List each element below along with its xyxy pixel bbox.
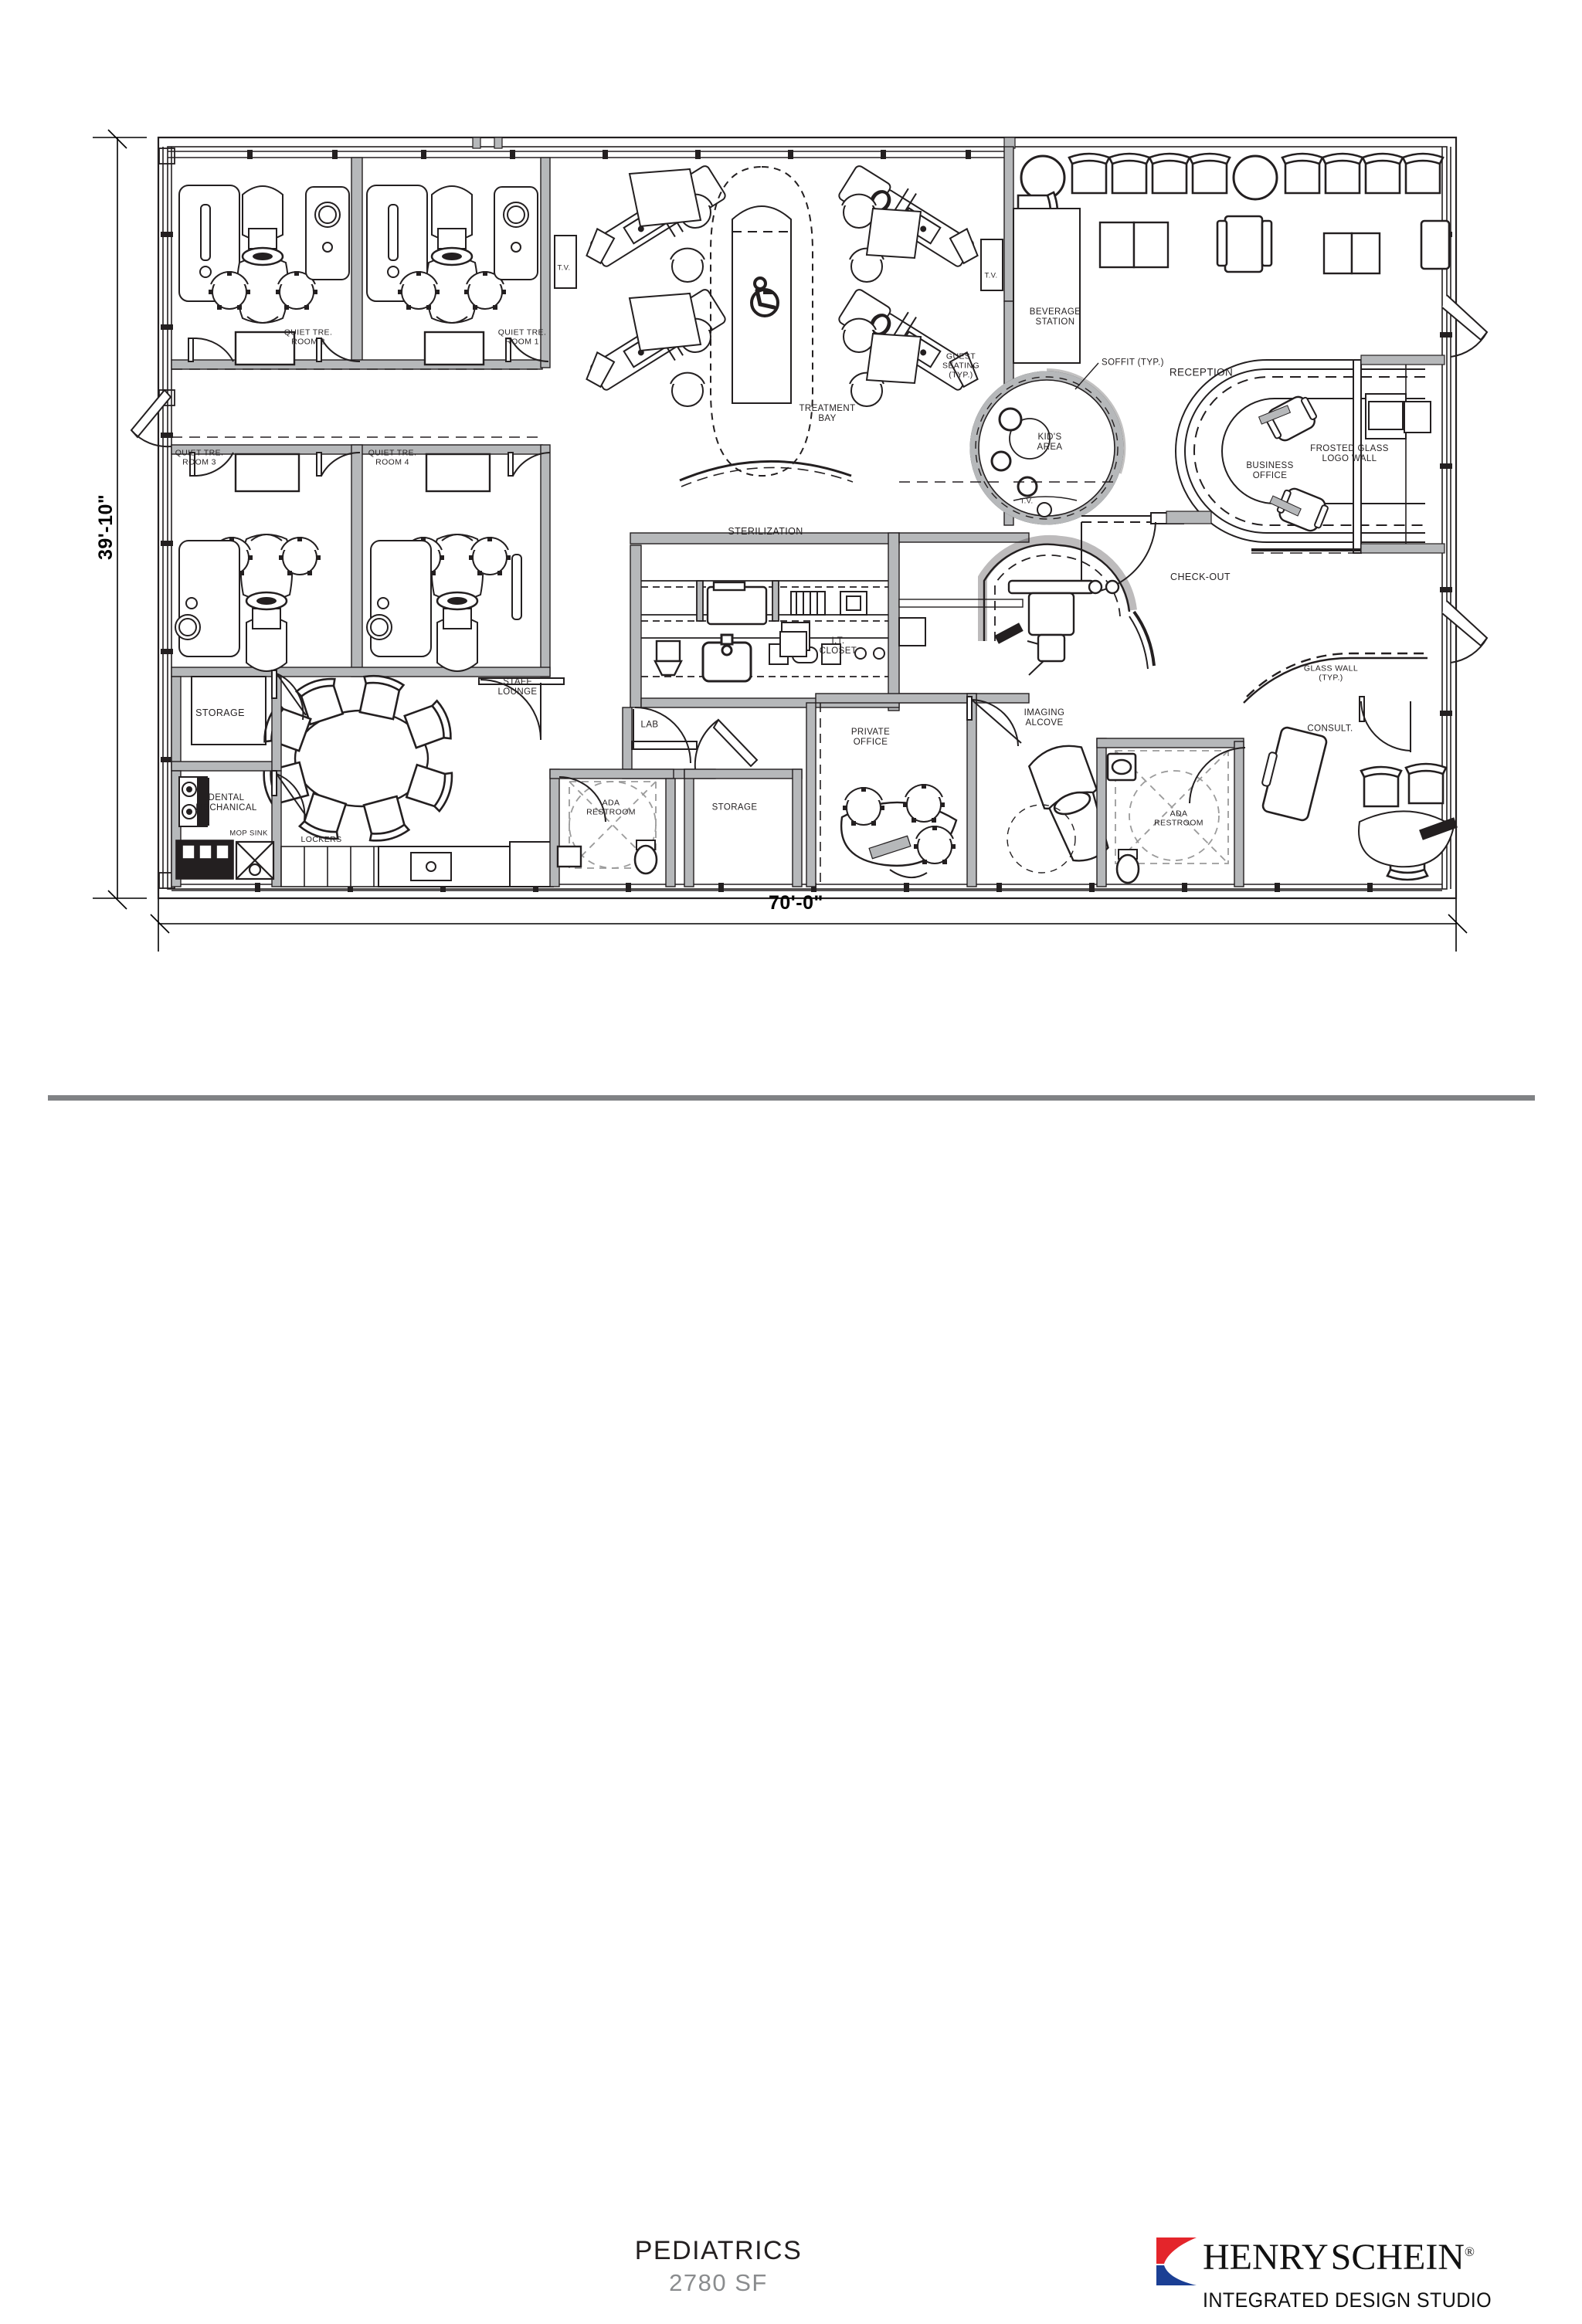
brand-tagline: INTEGRATED DESIGN STUDIO [1203, 2288, 1492, 2312]
staff-support [171, 670, 565, 887]
quiet-treatment-rooms [171, 157, 577, 677]
registered-mark: ® [1464, 2244, 1475, 2259]
project-area: 2780 SF [669, 2269, 768, 2296]
waiting-reception [969, 146, 1451, 595]
project-title: PEDIATRICS [634, 2236, 803, 2265]
overall-width-dimension: 70'-0" [769, 892, 823, 914]
ada-restroom-right [1096, 652, 1458, 887]
brand-name-second: SCHEIN [1330, 2237, 1465, 2278]
henry-schein-logo: HENRY SCHEIN® INTEGRATED DESIGN STUDIO [1155, 2237, 1541, 2324]
title-rule [48, 1095, 1535, 1101]
title-block: PEDIATRICS 2780 SF HENRY SCHEIN® INTEGRA… [0, 1116, 1582, 2312]
overall-depth-dimension: 39'-10" [95, 494, 117, 560]
ada-restroom-left [549, 718, 803, 887]
treatment-bay [575, 158, 990, 487]
brand-swoosh-icon [1156, 2237, 1197, 2285]
imaging-alcove [978, 534, 1156, 874]
floor-plan-drawing [0, 0, 1582, 1004]
brand-wordmark: HENRY SCHEIN® [1203, 2236, 1475, 2278]
private-office [806, 693, 1022, 887]
brand-name-first: HENRY [1203, 2237, 1329, 2278]
project-title-group: PEDIATRICS 2780 SF [541, 2236, 896, 2297]
